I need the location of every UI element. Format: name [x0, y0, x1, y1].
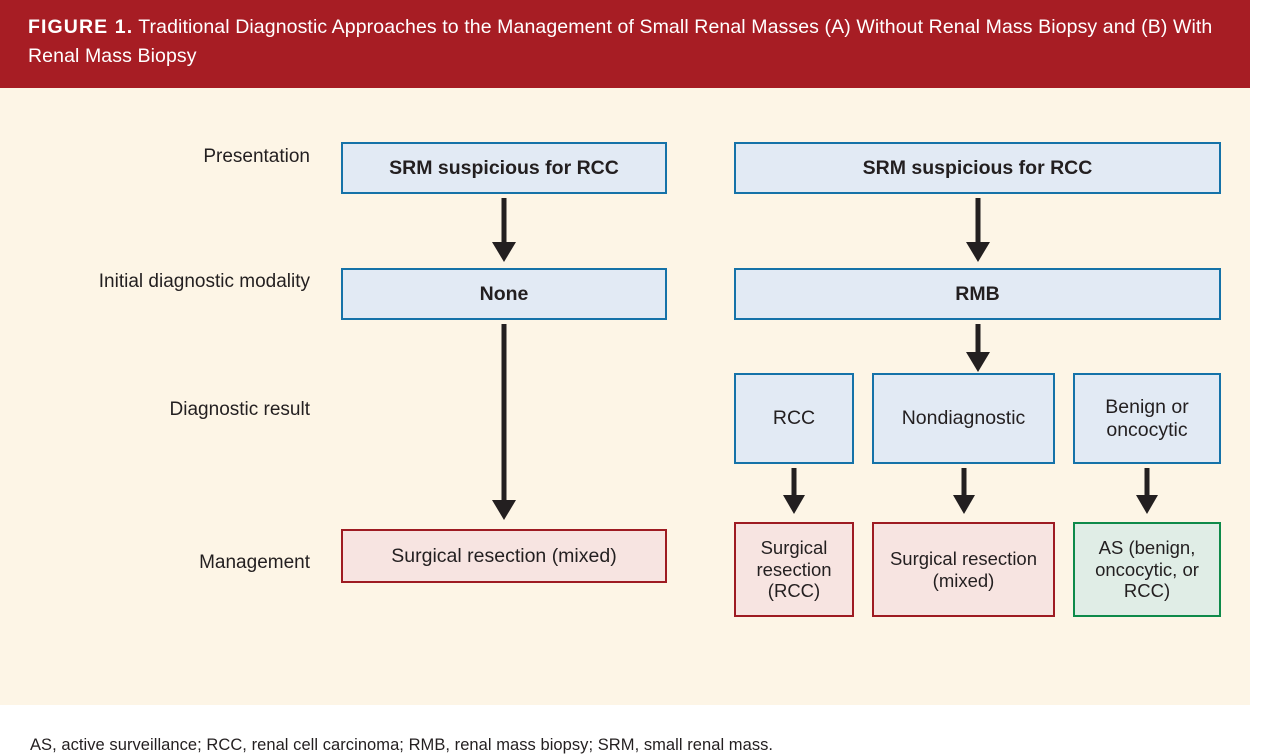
- panel-b-diagnostic-result-box-rcc[interactable]: RCC: [734, 373, 854, 464]
- figure-title: Traditional Diagnostic Approaches to the…: [28, 16, 1213, 67]
- figure-header-text: FIGURE 1.Traditional Diagnostic Approach…: [28, 13, 1222, 71]
- figure-footnote: AS, active surveillance; RCC, renal cell…: [30, 736, 774, 754]
- panel-b-arrow-modality-to-results: [963, 324, 993, 374]
- panel-b-diagnostic-result-box-nondiagnostic[interactable]: Nondiagnostic: [872, 373, 1055, 464]
- panel-b-arrow-rcc-to-management: [780, 468, 808, 516]
- row-label-initial-diagnostic-modality: Initial diagnostic modality: [98, 271, 310, 292]
- panel-b-arrow-nondiagnostic-to-management: [950, 468, 978, 516]
- panel-b-management-box-surgical-resection-rcc[interactable]: Surgical resection (RCC): [734, 522, 854, 617]
- panel-a-initial-diagnostic-modality-box[interactable]: None: [341, 268, 667, 320]
- panel-b-diagnostic-result-box-benign-oncocytic[interactable]: Benign or oncocytic: [1073, 373, 1221, 464]
- panel-b-arrow-presentation-to-modality: [963, 198, 993, 264]
- figure-header: FIGURE 1.Traditional Diagnostic Approach…: [0, 0, 1250, 88]
- panel-b-arrow-benign-to-management: [1133, 468, 1161, 516]
- panel-a-arrow-modality-to-management: [489, 324, 519, 522]
- panel-b-presentation-box[interactable]: SRM suspicious for RCC: [734, 142, 1221, 194]
- panel-b-management-box-active-surveillance[interactable]: AS (benign, oncocytic, or RCC): [1073, 522, 1221, 617]
- figure-number-label: FIGURE 1.: [28, 16, 134, 38]
- row-label-management: Management: [199, 552, 310, 573]
- flowchart-canvas: Presentation Initial diagnostic modality…: [0, 88, 1250, 754]
- panel-b-initial-diagnostic-modality-box[interactable]: RMB: [734, 268, 1221, 320]
- panel-b-management-box-surgical-resection-mixed[interactable]: Surgical resection (mixed): [872, 522, 1055, 617]
- panel-a-arrow-presentation-to-modality: [489, 198, 519, 264]
- panel-a-management-box[interactable]: Surgical resection (mixed): [341, 529, 667, 583]
- row-label-presentation: Presentation: [203, 146, 310, 167]
- panel-a-presentation-box[interactable]: SRM suspicious for RCC: [341, 142, 667, 194]
- row-label-diagnostic-result: Diagnostic result: [169, 399, 310, 420]
